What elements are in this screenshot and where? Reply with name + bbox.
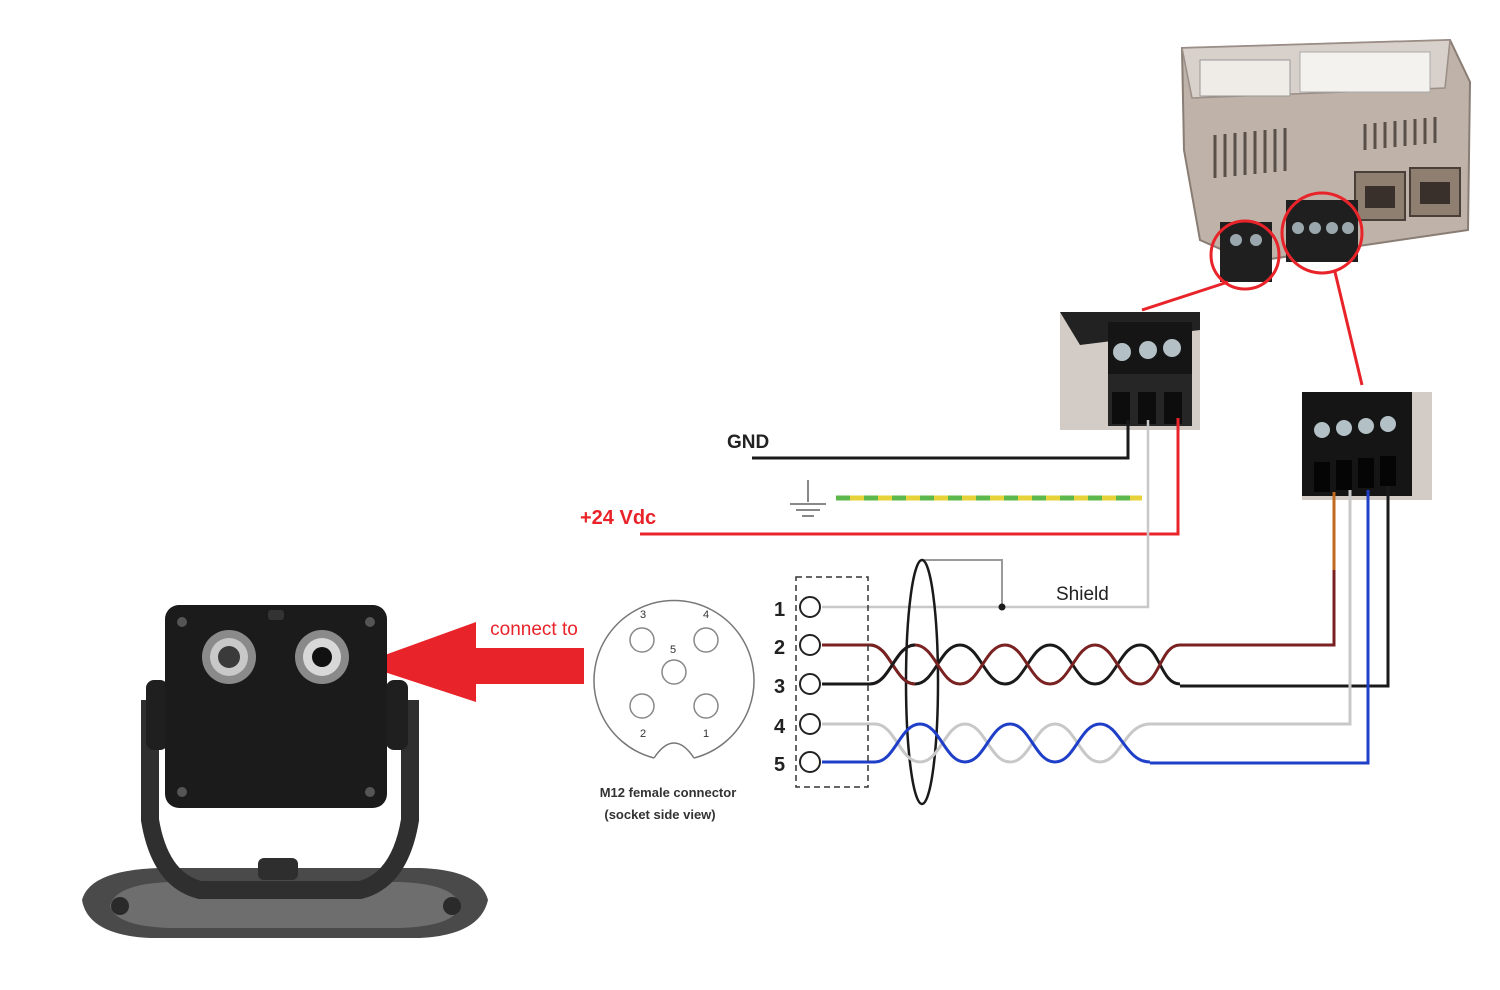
pin-terminals [799,596,821,773]
socket-pin-number: 3 [640,609,646,621]
m12-socket [593,599,755,759]
shield-label: Shield [1056,584,1109,605]
power-terminal-block [1060,312,1200,430]
twisted-pair-power [822,722,1151,764]
signal-terminal-block [1302,392,1432,500]
brown-wire [1180,492,1336,647]
black-wire [1180,486,1390,688]
connector-title: M12 female connector [600,785,737,800]
socket-pin-number: 1 [703,728,709,740]
arrow-left-icon [360,622,584,702]
pin-number: 2 [774,637,785,659]
connector-pin-box [795,576,869,788]
twisted-pair-signal [822,643,1181,686]
socket-pin-number: 2 [640,728,646,740]
shield-wire [822,420,1150,609]
ground-symbol-icon [790,480,826,517]
pin-number: 5 [774,754,785,776]
socket-pin-number: 4 [703,609,709,621]
pin-number: 3 [774,676,785,698]
camera-device [82,605,488,938]
gnd-wire [752,420,1130,460]
socket-pin-number: 5 [670,644,676,656]
vdc-label: +24 Vdc [580,507,656,529]
connect-to-label: connect to [490,619,578,640]
callout-line [1333,271,1364,386]
vdc-wire [640,418,1180,536]
controller-device [1180,38,1472,291]
callout-line [1141,280,1229,312]
pin-number: 4 [774,716,786,738]
gnd-label: GND [727,432,769,453]
pin-number: 1 [774,599,785,621]
grey-wire [1150,490,1352,726]
connector-subtitle: (socket side view) [604,807,715,822]
shield-drain-wire [922,559,1003,607]
blue-wire [1150,490,1370,765]
